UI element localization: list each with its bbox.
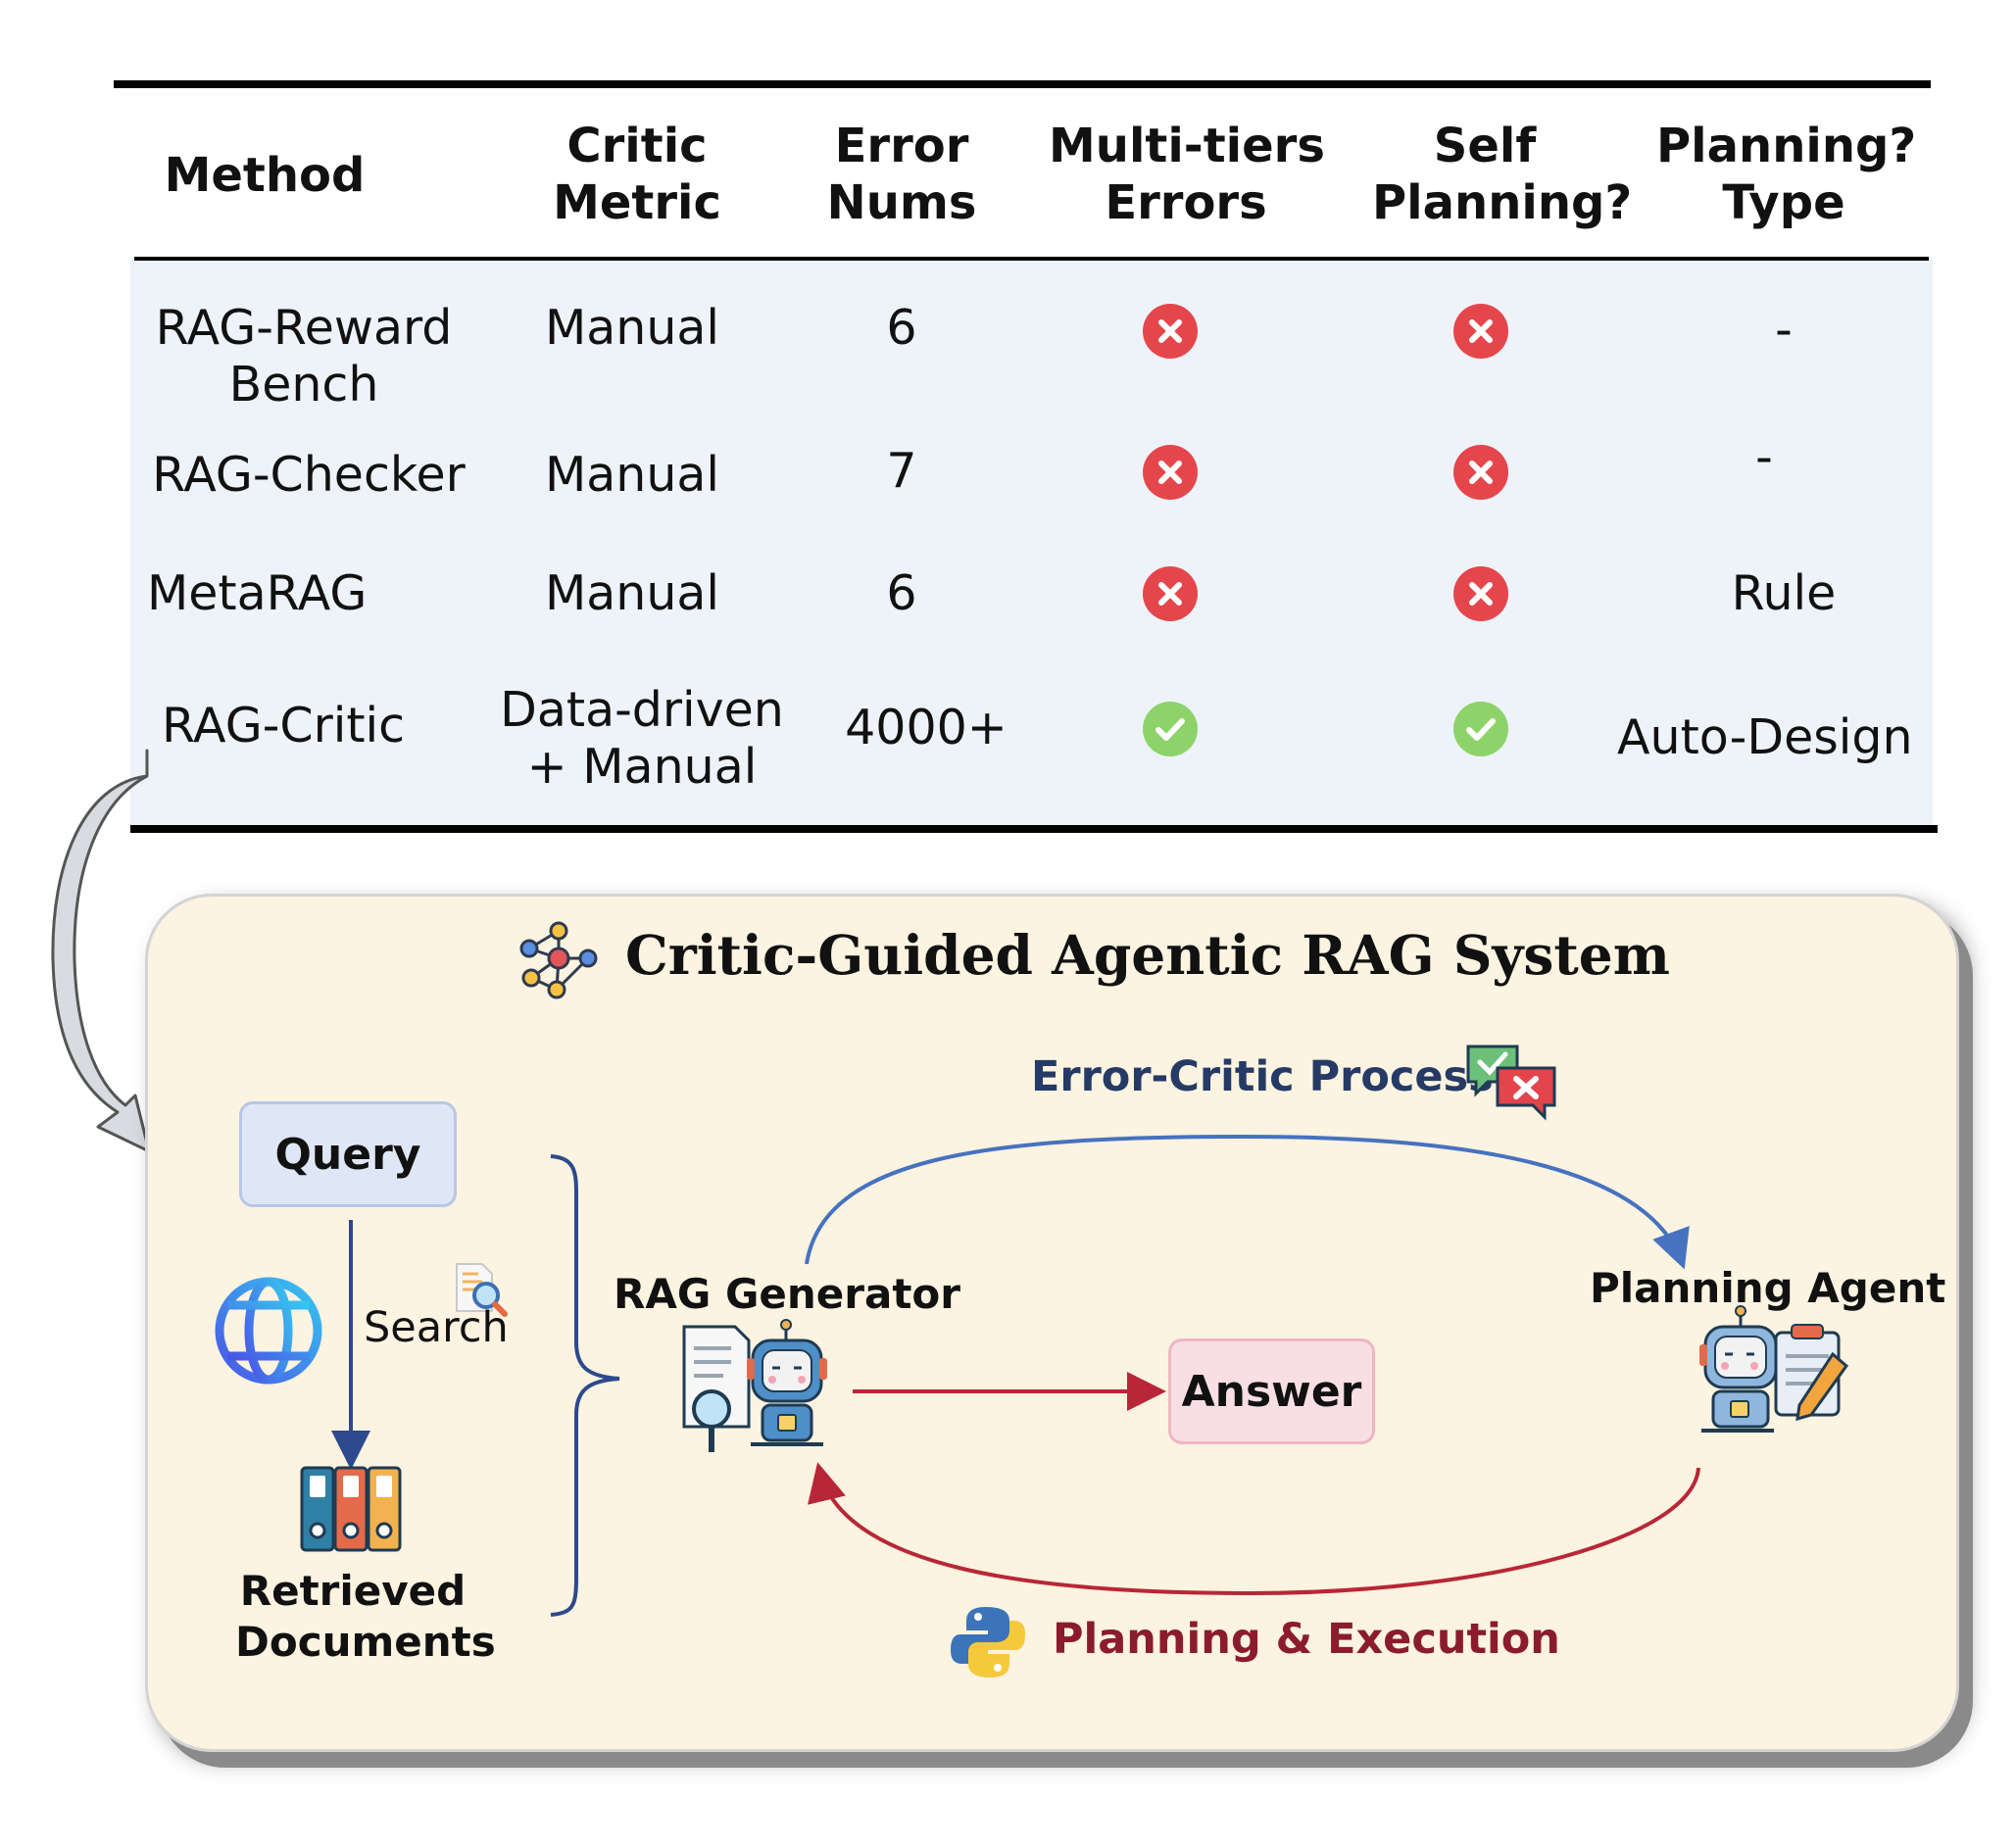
row4-error-nums: 4000+ <box>845 700 1008 755</box>
answer-box: Answer <box>1168 1338 1375 1444</box>
planning-agent-label: Planning Agent <box>1590 1264 1946 1312</box>
panel-title: Critic-Guided Agentic RAG System <box>625 923 1670 987</box>
execution-arrow <box>808 1462 1700 1596</box>
row1-critic-metric: Manual <box>544 300 720 356</box>
critic-process-arrow <box>805 1134 1690 1270</box>
answer-label: Answer <box>1181 1366 1362 1417</box>
robot-planner-icon <box>1699 1305 1849 1433</box>
row4-method: RAG-Critic <box>162 698 406 754</box>
robot-generator-icon <box>682 1319 827 1452</box>
chat-check-cross-icon <box>1466 1045 1556 1121</box>
table-top-rule <box>114 80 1931 88</box>
table-body-background <box>130 258 1933 826</box>
query-box: Query <box>239 1101 457 1207</box>
system-panel <box>145 894 1959 1752</box>
python-icon <box>951 1607 1025 1678</box>
row3-error-nums: 6 <box>886 565 917 621</box>
header-planning-type: Planning? Type <box>1656 119 1917 230</box>
error-critic-process-label: Error-Critic Process <box>1031 1052 1494 1101</box>
row3-critic-metric: Manual <box>544 565 720 621</box>
header-method: Method <box>164 148 366 203</box>
row2-error-nums: 7 <box>886 443 917 499</box>
row1-error-nums: 6 <box>886 300 917 356</box>
header-self-planning: Self Planning? <box>1372 119 1633 230</box>
header-critic-metric: Critic Metric <box>553 119 721 230</box>
table-header-rule <box>134 257 1929 261</box>
search-document-icon <box>456 1263 508 1317</box>
row2-self-planning-cross-icon <box>1453 445 1508 500</box>
rag-generator-label: RAG Generator <box>614 1270 960 1318</box>
row2-multi-tiers-cross-icon <box>1143 445 1198 500</box>
network-icon <box>519 921 598 999</box>
globe-icon <box>215 1277 322 1385</box>
row4-planning-type: Auto-Design <box>1617 709 1913 765</box>
header-error-nums: Error Nums <box>826 119 977 230</box>
header-multi-tiers-errors: Multi-tiers Errors <box>1049 119 1325 230</box>
group-brace <box>550 1154 620 1617</box>
row2-planning-type: - <box>1755 429 1773 485</box>
row1-method: RAG-Reward Bench <box>155 300 453 413</box>
query-label: Query <box>274 1129 421 1180</box>
search-label: Search <box>364 1303 509 1352</box>
row2-method: RAG-Checker <box>152 447 466 503</box>
binders-icon <box>300 1466 402 1552</box>
row4-self-planning-check-icon <box>1453 702 1508 756</box>
row1-self-planning-cross-icon <box>1453 304 1508 359</box>
row3-multi-tiers-cross-icon <box>1143 566 1198 621</box>
row3-self-planning-cross-icon <box>1453 566 1508 621</box>
row4-critic-metric: Data-driven + Manual <box>500 682 784 795</box>
table-bottom-rule <box>130 825 1938 833</box>
row3-method: MetaRAG <box>147 565 368 621</box>
row3-planning-type: Rule <box>1731 565 1837 621</box>
row1-planning-type: - <box>1775 302 1793 358</box>
row2-critic-metric: Manual <box>544 447 720 503</box>
planning-execution-label: Planning & Execution <box>1053 1615 1560 1664</box>
row4-multi-tiers-check-icon <box>1143 702 1198 756</box>
retrieved-documents-label: Retrieved Documents <box>235 1567 496 1666</box>
row1-multi-tiers-cross-icon <box>1143 304 1198 359</box>
